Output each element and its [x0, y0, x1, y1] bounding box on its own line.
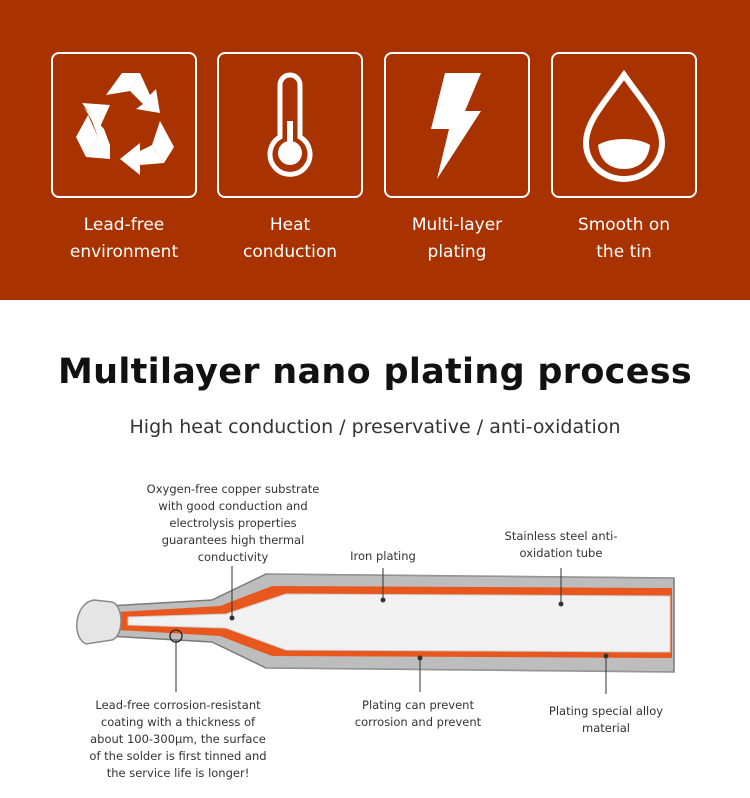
callout-line: with good conduction and — [158, 499, 308, 513]
coating-marker — [169, 629, 183, 643]
lightning-icon — [431, 73, 481, 179]
feature-label-line: the tin — [596, 242, 652, 262]
callout-copper-substrate: Oxygen-free copper substrate with good c… — [128, 481, 338, 566]
feature-smooth-tin: Smooth on the tin — [551, 52, 697, 266]
callout-line: the service life is longer! — [106, 766, 250, 780]
thermometer-icon — [267, 72, 313, 177]
callout-line: oxidation tube — [519, 546, 603, 560]
callout-line: about 100-300μm, the surface — [90, 732, 266, 746]
callout-line: Plating can prevent — [362, 698, 474, 712]
callout-special-alloy: Plating special alloy material — [536, 703, 676, 737]
callout-plating-prevent: Plating can prevent corrosion and preven… — [343, 697, 493, 731]
feature-box — [551, 52, 697, 198]
callout-line: Lead-free corrosion-resistant — [95, 698, 261, 712]
feature-label: Lead-free environment — [39, 212, 209, 266]
feature-label-line: Lead-free — [83, 215, 165, 235]
callout-line: electrolysis properties — [169, 516, 297, 530]
callout-line: material — [582, 721, 630, 735]
feature-label-line: Smooth on — [577, 215, 671, 235]
feature-label-line: conduction — [243, 242, 337, 262]
page-title: Multilayer nano plating process — [57, 352, 693, 392]
callout-iron-plating: Iron plating — [323, 548, 443, 565]
callout-line: Plating special alloy — [548, 704, 664, 718]
feature-label-line: plating — [427, 242, 487, 262]
feature-box — [51, 52, 197, 198]
feature-label-line: Multi-layer — [411, 215, 503, 235]
recycle-icon — [76, 73, 174, 175]
feature-label-line: Heat — [269, 215, 311, 235]
callout-line: of the solder is first tinned and — [89, 749, 267, 763]
feature-heat-conduction: Heat conduction — [217, 52, 363, 266]
feature-label-line: environment — [69, 242, 179, 262]
callout-line: guarantees high thermal — [161, 533, 305, 547]
callout-line: Iron plating — [350, 549, 416, 563]
callout-stainless-steel: Stainless steel anti- oxidation tube — [486, 528, 636, 562]
feature-label: Multi-layer plating — [372, 212, 542, 266]
callout-line: coating with a thickness of — [100, 715, 256, 729]
tip-cap — [76, 599, 122, 645]
droplet-icon — [582, 69, 666, 182]
tip-cross-section-diagram — [76, 566, 675, 694]
feature-box — [217, 52, 363, 198]
feature-label: Heat conduction — [205, 212, 375, 266]
callout-lead-free-coating: Lead-free corrosion-resistant coating wi… — [78, 697, 278, 782]
callout-line: Oxygen-free copper substrate — [146, 482, 320, 496]
inner-substrate — [127, 593, 671, 653]
callout-line: conductivity — [197, 550, 269, 564]
feature-multi-layer-plating: Multi-layer plating — [384, 52, 530, 266]
feature-lead-free: Lead-free environment — [51, 52, 197, 266]
callout-line: Stainless steel anti- — [504, 529, 618, 543]
page-subtitle: High heat conduction / preservative / an… — [129, 416, 621, 438]
callout-line: corrosion and prevent — [354, 715, 482, 729]
feature-label: Smooth on the tin — [539, 212, 709, 266]
feature-box — [384, 52, 530, 198]
